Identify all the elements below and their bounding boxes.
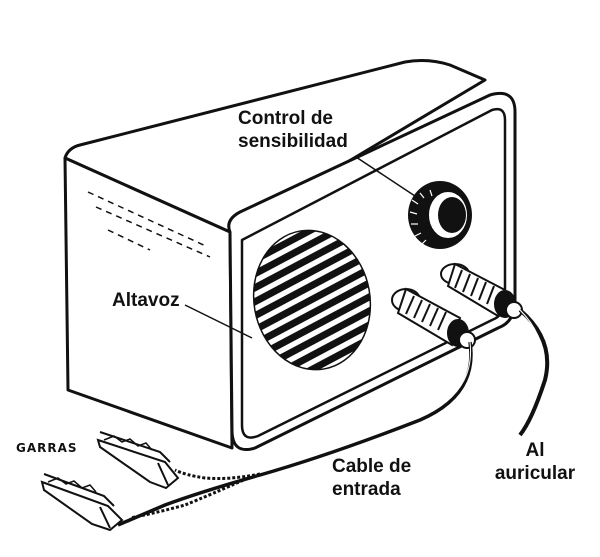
label-auricular-line2: auricular <box>494 462 576 484</box>
earphone-cable <box>518 308 550 437</box>
label-al-auricular: Al auricular <box>490 440 580 486</box>
alligator-clip-upper <box>96 431 180 490</box>
label-control-line1: Control de <box>238 108 333 129</box>
cabinet-side <box>63 156 234 450</box>
side-vent-lines <box>87 191 211 258</box>
jack-lower <box>391 287 476 349</box>
sensitivity-knob <box>408 181 472 249</box>
label-control-line2: sensibilidad <box>238 130 348 152</box>
input-cable <box>117 341 473 527</box>
leader-altavoz <box>184 304 253 339</box>
alligator-clip-lower <box>40 473 124 532</box>
label-altavoz: Altavoz <box>112 290 180 311</box>
label-control-de-sensibilidad: Control de sensibilidad <box>238 108 348 154</box>
leader-control <box>355 156 419 199</box>
jack-upper <box>440 262 523 319</box>
label-auricular-line1: Al <box>525 440 545 461</box>
label-garras: GARRAS <box>16 441 78 455</box>
label-cable-line2: entrada <box>332 478 401 500</box>
label-cable-de-entrada: Cable de entrada <box>332 456 411 502</box>
cabinet-top <box>63 59 487 234</box>
cables <box>117 308 550 527</box>
label-cable-line1: Cable de <box>332 456 412 477</box>
leader-lines <box>184 156 419 339</box>
